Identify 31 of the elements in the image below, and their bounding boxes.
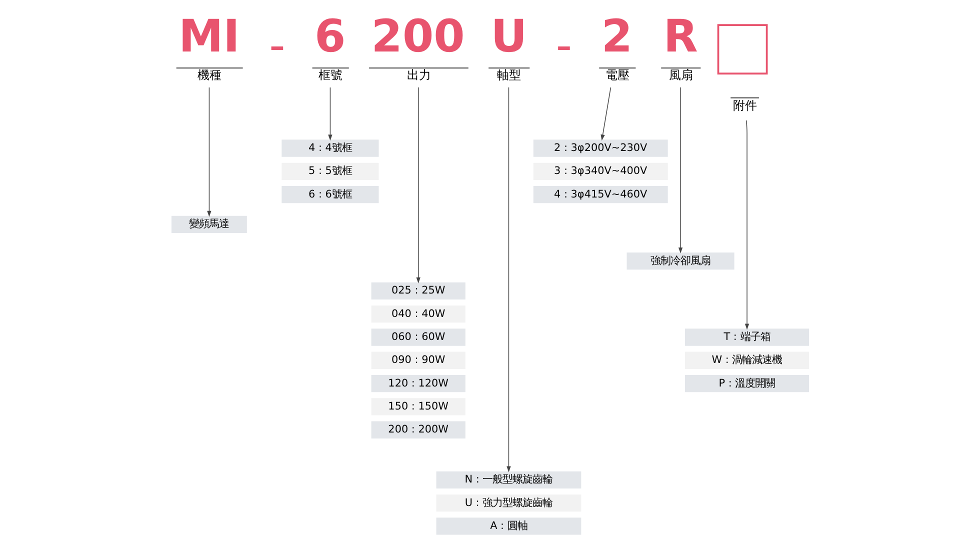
- arrow: [744, 120, 749, 330]
- node-box: P : 溫度開關: [684, 374, 808, 392]
- node-box: 4 : 4號框: [281, 140, 378, 157]
- arrow: [506, 87, 510, 472]
- arrow: [678, 87, 682, 254]
- node-box: 200 : 200W: [370, 421, 465, 438]
- node-box: 4 : 3φ415V~460V: [532, 186, 668, 204]
- node-box: 2 : 3φ200V~230V: [532, 140, 668, 157]
- node-box: 變頻馬達: [170, 216, 246, 234]
- node-box: T : 端子箱: [684, 328, 808, 346]
- node-box: 025 : 25W: [370, 282, 465, 300]
- label: -: [268, 18, 285, 72]
- node-box: N : 一般型螺旋齒輪: [436, 471, 581, 488]
- node-box: 強制冷卻風扇: [626, 252, 734, 270]
- node-text: 200 出力: [370, 10, 464, 82]
- node-box: 120 : 120W: [370, 374, 465, 392]
- label: -: [555, 18, 572, 72]
- arrow: [600, 87, 611, 141]
- arrow: [328, 87, 332, 141]
- node-box: 060 : 60W: [370, 328, 465, 346]
- node-text: 附件: [732, 98, 756, 113]
- node-text: R 風扇: [662, 10, 698, 82]
- node-text: 6 框號: [314, 10, 346, 82]
- node-box: [716, 24, 768, 74]
- arrow: [416, 87, 420, 284]
- node-text: U 軸型: [490, 10, 527, 82]
- arrow: [206, 87, 211, 217]
- node-text: MI 機種: [178, 10, 240, 82]
- node-text: 2 電壓: [600, 10, 632, 82]
- node-box: A : 圓軸: [436, 518, 581, 535]
- node-box: 6 : 6號框: [281, 186, 378, 204]
